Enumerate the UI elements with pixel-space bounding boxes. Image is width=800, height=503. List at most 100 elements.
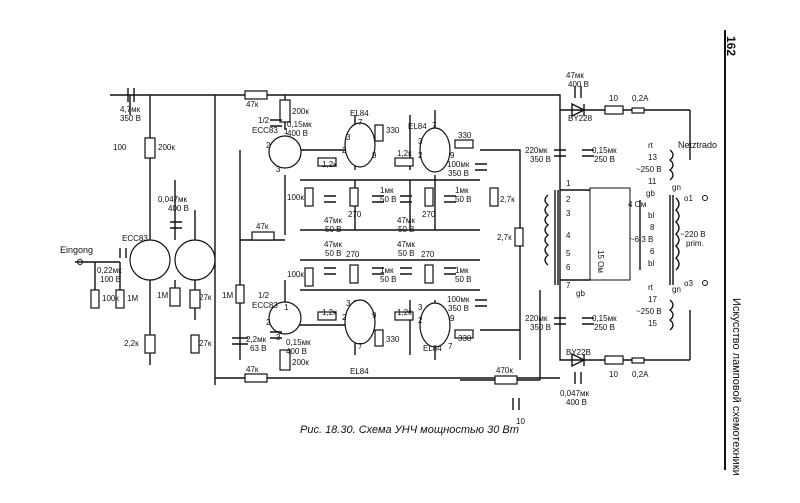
tr-13: 13 — [648, 153, 657, 162]
labels: Eingong Netztrado ECC83 1/2 ECC83 1/2 EC… — [60, 71, 717, 426]
val-r330-4: 330 — [458, 334, 472, 343]
val-spk-4: 4 Ом — [628, 200, 646, 209]
val-c015-psu-top: 0,15мк — [592, 146, 617, 155]
pin-1b: 1 — [284, 303, 289, 312]
val-c220mk-top: 220мк — [525, 146, 548, 155]
tr-6: 6 — [566, 263, 571, 272]
val-c220mk-top-v: 350 B — [530, 155, 551, 164]
val-c220mk-bot: 220мк — [525, 314, 548, 323]
running-title: Искусство ламповой схемотехники — [730, 298, 742, 476]
wiring — [75, 94, 690, 385]
tr-8: 8 — [650, 223, 655, 232]
val-r470: 470к — [496, 366, 513, 375]
val-r1m-b: 1М — [222, 291, 233, 300]
val-r100k-a: 100к — [287, 193, 304, 202]
pin-9a: 9 — [372, 151, 377, 160]
page-edge-rule — [724, 30, 726, 470]
tr-gb2: gb — [576, 289, 585, 298]
tr-6b: 6 — [650, 247, 655, 256]
val-r100k-b: 100к — [287, 270, 304, 279]
tr-n1: 1 — [566, 179, 571, 188]
val-r270-2: 270 — [422, 210, 436, 219]
val-r27k-c: 2,7к — [500, 195, 515, 204]
val-c47mk-3v: 50 B — [325, 249, 341, 258]
tr-o3: o3 — [684, 279, 693, 288]
val-r200k-bot: 200к — [292, 358, 309, 367]
val-c015-psu-bot-v: 250 B — [594, 323, 615, 332]
diodes — [571, 102, 586, 368]
tr-4: 4 — [566, 231, 571, 240]
val-c100mk-bot-v: 350 B — [448, 304, 469, 313]
val-c47mk-4v: 50 B — [398, 249, 414, 258]
pin-2b: 2 — [418, 151, 423, 160]
figure-caption: Рис. 18.30. Схема УНЧ мощностью 30 Вт — [300, 424, 519, 436]
val-c1mk-1v: 50 B — [380, 195, 396, 204]
tr-3: 3 — [566, 209, 571, 218]
val-fuse-bot: 0,2A — [632, 370, 649, 379]
val-c-in-v: 350 B — [120, 114, 141, 123]
val-c22mk-v: 63 B — [250, 344, 266, 353]
val-r200k-top: 200к — [292, 107, 309, 116]
val-r12k-1: 1,2к — [322, 160, 337, 169]
val-c47mk-3: 47мк — [324, 240, 342, 249]
val-r47k-mid: 47к — [256, 222, 269, 231]
val-c022-v: 100 B — [100, 275, 121, 284]
label-el84-2: EL84 — [408, 122, 427, 131]
val-c1mk-3: 1мк — [380, 266, 394, 275]
val-c0047-psu-v: 400 B — [566, 398, 587, 407]
val-c0047-v: 400 B — [168, 204, 189, 213]
label-prim: ~220 B — [680, 230, 706, 239]
val-c022: 0,22мк — [97, 266, 122, 275]
label-diode-bot: BY22B — [566, 348, 591, 357]
val-r1m-in: 1М — [127, 294, 138, 303]
tr-bl2: bl — [648, 259, 654, 268]
label-ecc83-top: ECC83 — [252, 126, 278, 135]
tr-250a: ~250 B — [636, 165, 662, 174]
tr-7: 7 — [566, 281, 571, 290]
label-ecc83-bot-half: 1/2 — [258, 291, 270, 300]
val-c1mk-3v: 50 B — [380, 275, 396, 284]
resistors — [90, 90, 645, 385]
val-r330-1: 330 — [386, 126, 400, 135]
tr-250b: ~250 B — [636, 307, 662, 316]
val-r10-bot: 10 — [609, 370, 618, 379]
val-c015-psu-bot: 0,15мк — [592, 314, 617, 323]
val-r1m-a: 1М — [157, 291, 168, 300]
val-c015-bot: 0,15мк — [286, 338, 311, 347]
label-ecc83-bot: ECC83 — [252, 301, 278, 310]
tr-o1: o1 — [684, 194, 693, 203]
val-c47mk-1v: 50 B — [325, 225, 341, 234]
val-r330-2: 330 — [458, 131, 472, 140]
val-r27k-a: 27к — [199, 293, 212, 302]
tr-gn2: gn — [672, 285, 681, 294]
capacitors — [119, 86, 594, 410]
val-c47mk-2: 47мк — [397, 216, 415, 225]
tr-2: 2 — [566, 195, 571, 204]
tr-17: 17 — [648, 295, 657, 304]
label-ecc83-top-half: 1/2 — [258, 116, 270, 125]
val-r270-1: 270 — [348, 210, 362, 219]
val-c47mk-psu-v: 400 B — [568, 80, 589, 89]
tube-el84-4 — [419, 302, 451, 348]
label-el84-4: EL84 — [423, 344, 442, 353]
label-prim2: prim. — [686, 239, 704, 248]
tr-bl1: bl — [648, 211, 654, 220]
val-r100: 100 — [113, 143, 127, 152]
pin-3b2: 3 — [276, 333, 281, 342]
pin-2c: 2 — [342, 313, 347, 322]
val-r12k-3: 1,2к — [322, 308, 337, 317]
pin-7c: 7 — [358, 342, 363, 351]
val-c1mk-4: 1мк — [455, 266, 469, 275]
tr-gb1: gb — [646, 189, 655, 198]
val-r270-3: 270 — [346, 250, 360, 259]
val-fuse-top: 0,2A — [632, 94, 649, 103]
pin-7d: 7 — [448, 342, 453, 351]
pin-3b: 3 — [418, 137, 423, 146]
page-number: 162 — [724, 36, 738, 57]
tr-rt: rt — [648, 141, 654, 150]
tr-11: 11 — [648, 177, 657, 186]
val-r22k: 2,2к — [124, 339, 139, 348]
tube-el84-2 — [419, 127, 451, 173]
val-c1mk-4v: 50 B — [455, 275, 471, 284]
